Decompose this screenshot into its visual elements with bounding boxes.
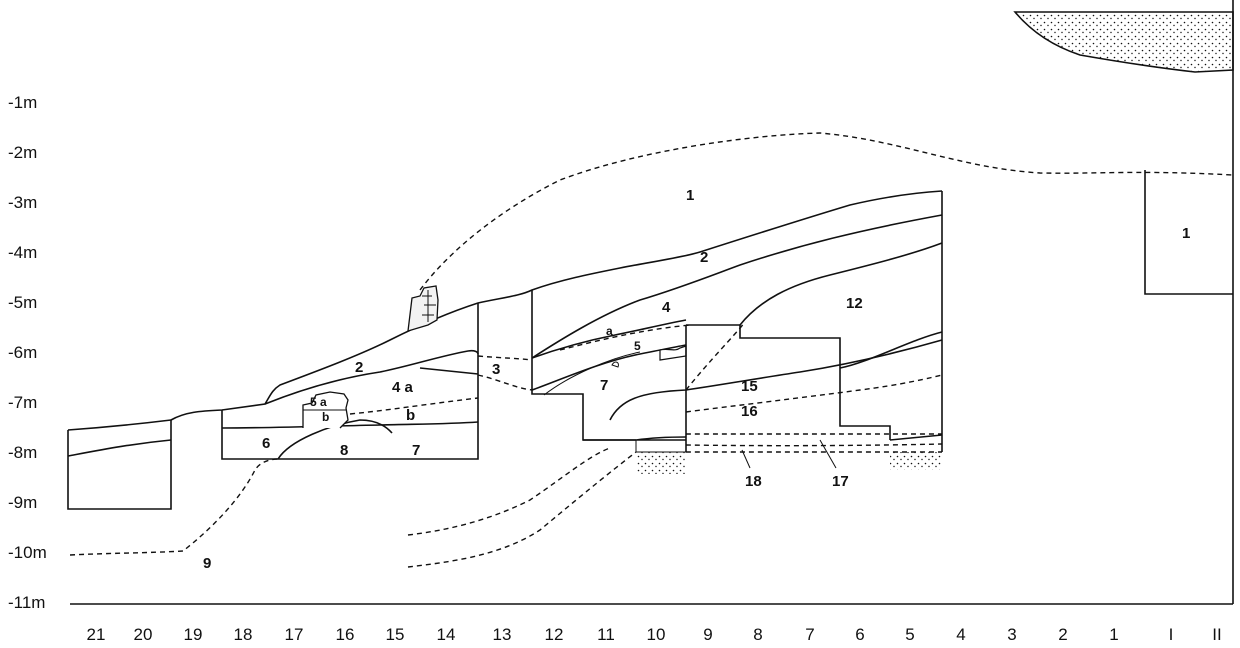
- left-block-top: [67, 419, 172, 431]
- grid-label: 18: [234, 625, 253, 644]
- layer-15-label: 15: [741, 378, 758, 395]
- layer-1-right-label: 1: [1182, 225, 1190, 242]
- layer-b-line: [349, 397, 479, 415]
- depth-label: -5m: [8, 293, 37, 312]
- grid-label: 17: [285, 625, 304, 644]
- layer-12-label: 12: [846, 295, 863, 312]
- layer-a-label: a: [606, 324, 613, 338]
- depth-label: -1m: [8, 93, 37, 112]
- layer-7-left-label: 7: [412, 442, 420, 459]
- layer-5-label: 5: [634, 339, 641, 353]
- ground-surface: [170, 190, 943, 421]
- layer-7-mid-label: 7: [600, 377, 608, 394]
- left-block-layer: [67, 439, 172, 457]
- stipple-left: [636, 452, 686, 474]
- grid-label: 14: [437, 625, 456, 644]
- layer-18-label: 18: [745, 473, 762, 490]
- layer-5a-label: 5 a: [310, 395, 327, 409]
- grid-label: 20: [134, 625, 153, 644]
- layer-2-base-left: [264, 349, 479, 405]
- depth-scale: -1m -2m -3m -4m -5m -6m -7m -8m -9m -10m -11m: [8, 93, 47, 612]
- layer-2-base-right: [531, 214, 943, 359]
- layer-2-label: 2: [700, 249, 708, 266]
- trench-main: [221, 303, 479, 460]
- depth-label: -3m: [8, 193, 37, 212]
- surface-dashed-line: [419, 132, 1234, 291]
- grid-label: 5: [905, 625, 914, 644]
- trench-right: [1144, 170, 1233, 295]
- grid-label: 11: [597, 625, 615, 644]
- grid-label: 1: [1109, 625, 1118, 644]
- layer-4a-top: [419, 367, 479, 375]
- layer-12-top: [739, 242, 943, 326]
- grid-label: 3: [1007, 625, 1016, 644]
- stipple-right: [890, 452, 942, 470]
- grid-label: II: [1212, 625, 1221, 644]
- layer-17-label: 17: [832, 473, 849, 490]
- grid-label: 16: [336, 625, 355, 644]
- rock-outcrop: [1013, 11, 1234, 73]
- grid-label: 8: [753, 625, 762, 644]
- trench-middle: [531, 290, 636, 441]
- layer-9-label: 9: [203, 555, 211, 572]
- grid-label: 10: [647, 625, 666, 644]
- layer-8-label: 8: [340, 442, 348, 459]
- layer-4a-label: 4 a: [392, 379, 414, 396]
- layer-16-label: 16: [741, 403, 758, 420]
- layer-9-line: [69, 458, 279, 556]
- grid-label: 13: [493, 625, 512, 644]
- grid-label: 4: [956, 625, 965, 644]
- grid-label: 7: [805, 625, 814, 644]
- grid-label: I: [1169, 625, 1174, 644]
- grid-label: 12: [545, 625, 564, 644]
- trench-step: [686, 324, 891, 440]
- layer-4-label: 4: [662, 299, 671, 316]
- depth-label: -6m: [8, 343, 37, 362]
- depth-label: -8m: [8, 443, 37, 462]
- depth-label: -2m: [8, 143, 37, 162]
- grid-label: 9: [703, 625, 712, 644]
- grid-label: 2: [1058, 625, 1067, 644]
- depth-label: -11m: [8, 593, 45, 612]
- depth-label: -10m: [8, 543, 47, 562]
- layer-16-top: [685, 374, 943, 413]
- depth-label: -7m: [8, 393, 37, 412]
- layer-2-left-label: 2: [355, 359, 363, 376]
- layer-6-top: [221, 421, 479, 429]
- trench-left-block: [67, 420, 172, 510]
- layer-1-label: 1: [686, 187, 694, 204]
- layer-15-top: [609, 339, 943, 421]
- grid-label: 15: [386, 625, 405, 644]
- stone-block: [407, 285, 439, 332]
- layer-6-label: 6: [262, 435, 270, 452]
- grid-label: 21: [87, 625, 106, 644]
- layer-5b-label: b: [322, 410, 329, 424]
- depth-label: -4m: [8, 243, 37, 262]
- grid-label: 6: [855, 625, 864, 644]
- layer-8-top: [277, 419, 393, 460]
- layer-3-label: 3: [492, 361, 500, 378]
- depth-label: -9m: [8, 493, 37, 512]
- grid-label: 19: [184, 625, 203, 644]
- layer-b-label: b: [406, 407, 415, 424]
